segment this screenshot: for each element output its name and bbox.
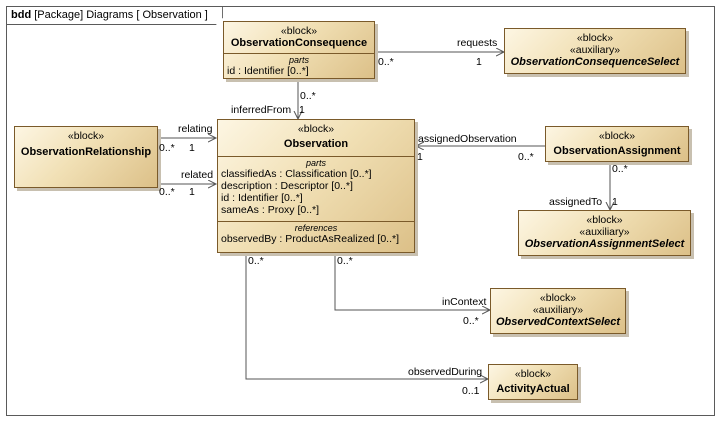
stereotype-label: «block»: [67, 130, 105, 142]
block-name: ObservationConsequenceSelect: [510, 56, 680, 68]
part-type: : Identifier [0..*]: [235, 65, 309, 77]
role-label-requests: requests: [457, 37, 498, 49]
compartment-title: parts: [305, 158, 326, 168]
reference-property: observedBy : ProductAsRealized [0..*]: [221, 233, 411, 245]
stereotype-label: «auxiliary»: [579, 226, 630, 238]
multiplicity-source-relating: 0..*: [159, 142, 175, 154]
multiplicity-target-inferred-from: 1: [299, 104, 305, 116]
role-label-assigned-to: assignedTo: [549, 196, 603, 208]
compartment-title: parts: [288, 55, 309, 65]
part-type: : Proxy [0..*]: [258, 204, 320, 216]
stereotype-label: «block»: [297, 123, 335, 135]
frame-title-tab: bdd [Package] Diagrams [ Observation ]: [7, 7, 223, 25]
block-name: ActivityActual: [496, 383, 570, 395]
part-type: : Classification [0..*]: [276, 168, 372, 180]
multiplicity-target-observed-during: 0..1: [462, 385, 480, 397]
stereotype-label: «block»: [586, 214, 623, 226]
role-label-observed-during: observedDuring: [408, 366, 483, 378]
references-compartment: references observedBy : ProductAsRealize…: [218, 221, 414, 247]
multiplicity-source-requests: 0..*: [378, 56, 394, 68]
multiplicity-target-assigned-observation: 1: [417, 151, 423, 163]
role-label-relating: relating: [178, 123, 213, 135]
stereotype-label: «block»: [514, 368, 552, 380]
part-property: description : Descriptor [0..*]: [221, 180, 411, 192]
part-type: : Identifier [0..*]: [229, 192, 303, 204]
multiplicity-source-assigned-to: 0..*: [612, 163, 628, 175]
block-name: Observation: [283, 138, 349, 150]
stereotype-label: «auxiliary»: [532, 304, 584, 316]
block-observed-context-select[interactable]: «block» «auxiliary» ObservedContextSelec…: [490, 288, 626, 334]
multiplicity-source-assigned-observation: 0..*: [518, 151, 534, 163]
stereotype-label: «block»: [576, 32, 614, 44]
stereotype-label: «block»: [598, 130, 636, 142]
multiplicity-source-related: 0..*: [159, 186, 175, 198]
block-name: ObservationAssignmentSelect: [524, 238, 685, 250]
block-activity-actual[interactable]: «block» ActivityActual: [488, 364, 578, 400]
multiplicity-target-relating: 1: [189, 142, 195, 154]
parts-compartment: parts classifiedAs : Classification [0..…: [218, 156, 414, 218]
part-type: : Descriptor [0..*]: [271, 180, 353, 192]
multiplicity-target-assigned-to: 1: [612, 196, 618, 208]
multiplicity-target-related: 1: [189, 186, 195, 198]
part-property: sameAs : Proxy [0..*]: [221, 204, 411, 216]
block-observation-assignment[interactable]: «block» ObservationAssignment: [545, 126, 689, 162]
block-observation-relationship[interactable]: «block» ObservationRelationship: [14, 126, 158, 188]
part-name: id: [221, 192, 230, 204]
block-observation[interactable]: «block» Observation parts classifiedAs :…: [217, 119, 415, 253]
part-name: id: [227, 65, 236, 77]
role-label-in-context: inContext: [442, 296, 487, 308]
block-observation-consequence-select[interactable]: «block» «auxiliary» ObservationConsequen…: [504, 28, 686, 74]
stereotype-label: «block»: [539, 292, 577, 304]
part-name: classifiedAs: [221, 168, 277, 180]
stereotype-label: «block»: [280, 25, 318, 37]
block-observation-consequence[interactable]: «block» ObservationConsequence parts id …: [223, 21, 375, 79]
diagram-frame: bdd [Package] Diagrams [ Observation ]: [6, 6, 715, 416]
multiplicity-source-observed-during: 0..*: [248, 255, 264, 267]
block-name: ObservationConsequence: [230, 37, 368, 49]
role-label-inferred-from: inferredFrom: [231, 104, 292, 116]
parts-compartment: parts id : Identifier [0..*]: [224, 53, 374, 79]
part-name: description: [221, 180, 272, 192]
block-name: ObservationRelationship: [20, 146, 152, 158]
reference-name: observedBy: [221, 233, 277, 245]
multiplicity-source-inferred-from: 0..*: [300, 90, 316, 102]
frame-title: [Package] Diagrams [ Observation ]: [34, 9, 208, 21]
part-property: id : Identifier [0..*]: [227, 65, 371, 77]
stereotype-label: «auxiliary»: [569, 44, 621, 56]
part-property: id : Identifier [0..*]: [221, 192, 411, 204]
edge-in-context: [334, 253, 490, 310]
frame-kind: bdd: [11, 9, 32, 21]
part-name: sameAs: [221, 204, 259, 216]
multiplicity-target-in-context: 0..*: [463, 315, 479, 327]
multiplicity-source-in-context: 0..*: [337, 255, 353, 267]
block-observation-assignment-select[interactable]: «block» «auxiliary» ObservationAssignmen…: [518, 210, 691, 256]
role-label-assigned-observation: assignedObservation: [418, 133, 517, 145]
role-label-related: related: [181, 169, 214, 181]
block-name: ObservedContextSelect: [495, 316, 621, 328]
block-name: ObservationAssignment: [553, 145, 681, 157]
reference-type: : ProductAsRealized [0..*]: [276, 233, 400, 245]
compartment-title: references: [294, 223, 338, 233]
multiplicity-target-requests: 1: [476, 56, 482, 68]
edge-observed-during: [245, 253, 488, 379]
part-property: classifiedAs : Classification [0..*]: [221, 168, 411, 180]
